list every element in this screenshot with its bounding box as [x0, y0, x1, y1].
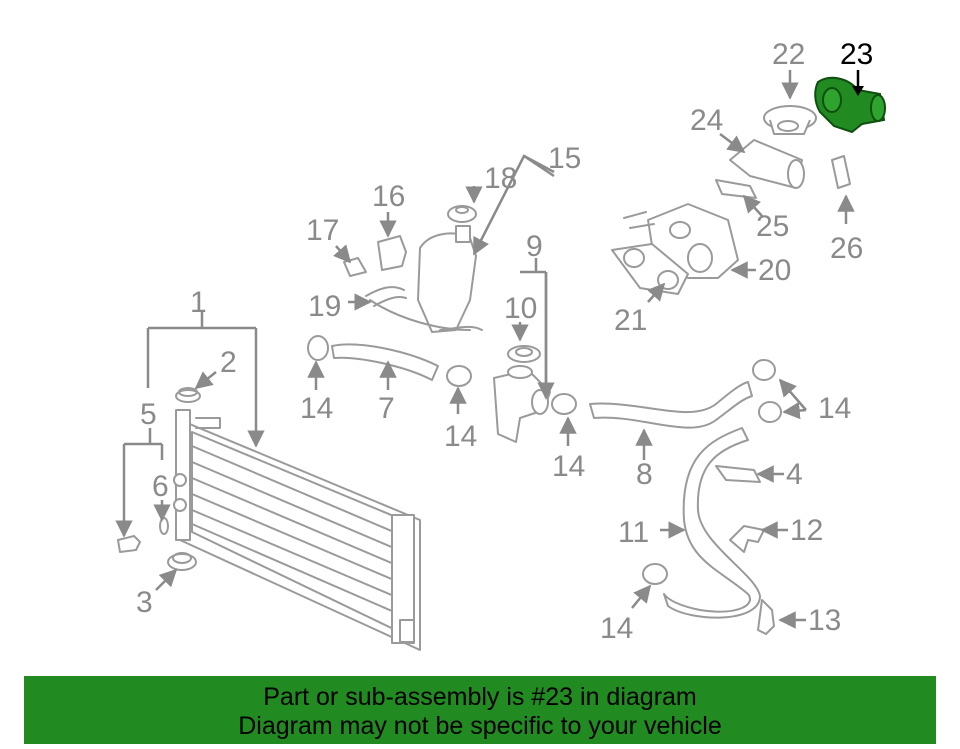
part-3-grommet	[167, 552, 197, 571]
callout-23-highlighted: 23	[840, 38, 873, 71]
part-4-bracket	[715, 465, 761, 483]
banner-line-disclaimer: Diagram may not be specific to your vehi…	[238, 712, 722, 740]
part-18-cap	[447, 205, 477, 223]
part-13-clip	[757, 599, 775, 635]
part-6-o-ring	[159, 517, 169, 535]
part-2-cap	[175, 387, 201, 403]
callout-14c: 14	[552, 450, 585, 483]
callout-18: 18	[484, 162, 517, 195]
callout-17: 17	[306, 214, 339, 247]
callout-7: 7	[378, 392, 395, 425]
part-21-gasket	[611, 243, 689, 295]
leader-lines	[115, 70, 864, 629]
part-25-gasket	[715, 179, 757, 199]
callout-2: 2	[220, 346, 237, 379]
callout-9: 9	[526, 230, 543, 263]
callout-12: 12	[790, 514, 823, 547]
callout-20: 20	[758, 254, 791, 287]
callout-16: 16	[372, 180, 405, 213]
part-7-hose	[331, 343, 439, 381]
callout-4: 4	[786, 458, 803, 491]
banner-line-part-note: Part or sub-assembly is #23 in diagram	[263, 683, 697, 711]
part-8-hose	[589, 381, 753, 429]
callout-11: 11	[618, 516, 649, 549]
callout-21: 21	[614, 304, 647, 337]
callout-5: 5	[140, 398, 157, 431]
radiator	[173, 409, 421, 651]
callout-26: 26	[830, 232, 863, 265]
part-11-hose	[663, 427, 761, 619]
part-24-pipe	[729, 139, 805, 189]
part-22-thermostat	[763, 105, 817, 135]
callout-13: 13	[808, 604, 841, 637]
callout-14b: 14	[444, 420, 477, 453]
callout-labels: 1 2 3 4 5 6 7 8 9 10 11 12 13 14 14 14 1…	[136, 38, 873, 645]
callout-25: 25	[756, 210, 789, 243]
info-banner: Part or sub-assembly is #23 in diagram D…	[24, 676, 936, 744]
part-10-gasket	[507, 345, 541, 363]
callout-15: 15	[548, 142, 581, 175]
part-26-sensor	[831, 155, 851, 189]
callout-14d: 14	[818, 392, 851, 425]
callout-22: 22	[772, 38, 805, 71]
callout-8: 8	[636, 458, 653, 491]
callout-14a: 14	[300, 392, 333, 425]
part-9-outlet	[493, 365, 551, 443]
part-15-reservoir	[417, 225, 483, 333]
callout-14e: 14	[600, 612, 633, 645]
part-23-water-outlet-highlighted	[814, 76, 886, 134]
parts-diagram: 1 2 3 4 5 6 7 8 9 10 11 12 13 14 14 14 1…	[115, 38, 886, 651]
callout-6: 6	[152, 470, 169, 503]
callout-19: 19	[308, 290, 341, 323]
part-5-drain-plug	[117, 535, 141, 553]
part-16-bracket	[377, 235, 407, 271]
callout-10: 10	[504, 292, 537, 325]
callout-24: 24	[690, 104, 723, 137]
callout-1: 1	[190, 286, 207, 319]
part-12-clip	[729, 525, 765, 553]
part-14-clamps	[307, 335, 782, 585]
callout-3: 3	[136, 586, 153, 619]
